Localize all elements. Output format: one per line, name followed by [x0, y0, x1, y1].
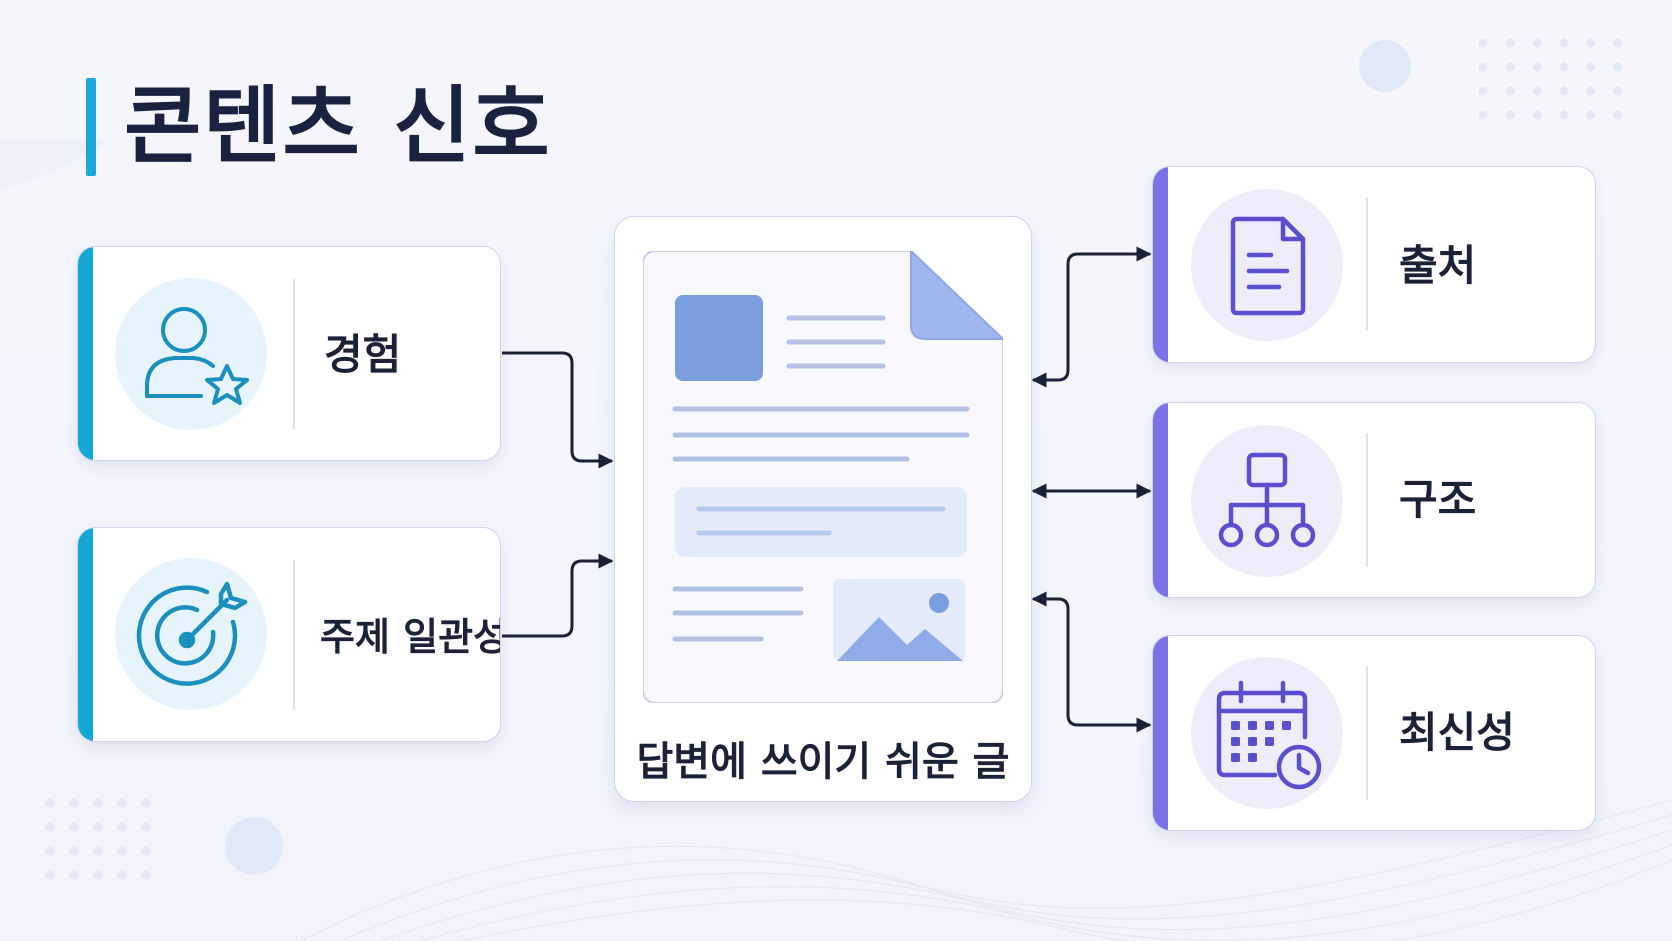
- document-icon: [643, 251, 1003, 703]
- card-divider: [1366, 666, 1368, 800]
- hierarchy-icon: [1218, 452, 1316, 548]
- page-title: 콘텐츠 신호: [124, 77, 552, 175]
- card-accent-bar: [78, 247, 93, 460]
- bubble-bottom-left: [225, 817, 283, 875]
- card-accent-bar: [1153, 167, 1168, 362]
- card-divider: [293, 279, 295, 429]
- card-accent-bar: [78, 528, 93, 741]
- card-label: 주제 일관성: [320, 615, 501, 659]
- card-label: 경험: [324, 330, 402, 379]
- card-experience: 경험: [77, 246, 501, 461]
- card-accent-bar: [1153, 636, 1168, 830]
- dot-grid-top-right: [1478, 38, 1623, 120]
- center-label: 답변에 쓰이기 쉬운 글: [636, 739, 1010, 785]
- target-arrow-icon: [136, 581, 248, 686]
- card-label: 구조: [1399, 475, 1477, 524]
- icon-badge: [1191, 189, 1343, 341]
- card-structure: 구조: [1152, 402, 1596, 598]
- card-freshness: 최신성: [1152, 635, 1596, 831]
- calendar-clock-icon: [1216, 680, 1322, 790]
- card-topic-consistency: 주제 일관성: [77, 527, 501, 742]
- card-divider: [1366, 433, 1368, 567]
- center-document-card: 답변에 쓰이기 쉬운 글: [614, 216, 1032, 802]
- card-source: 출처: [1152, 166, 1596, 363]
- icon-badge: [115, 558, 267, 710]
- card-divider: [1366, 197, 1368, 331]
- corner-blob: [0, 140, 110, 190]
- icon-badge: [1191, 425, 1343, 577]
- card-accent-bar: [1153, 403, 1168, 597]
- icon-badge: [1191, 657, 1343, 809]
- card-label: 최신성: [1399, 708, 1515, 757]
- wave-lines: [299, 799, 1672, 941]
- card-divider: [293, 560, 295, 710]
- bubble-top-right: [1359, 40, 1411, 92]
- file-text-icon: [1230, 216, 1306, 316]
- user-star-icon: [145, 307, 249, 405]
- title-accent-bar: [86, 78, 96, 176]
- icon-badge: [115, 278, 267, 430]
- dot-grid-bottom-left: [45, 798, 151, 880]
- card-label: 출처: [1399, 241, 1477, 290]
